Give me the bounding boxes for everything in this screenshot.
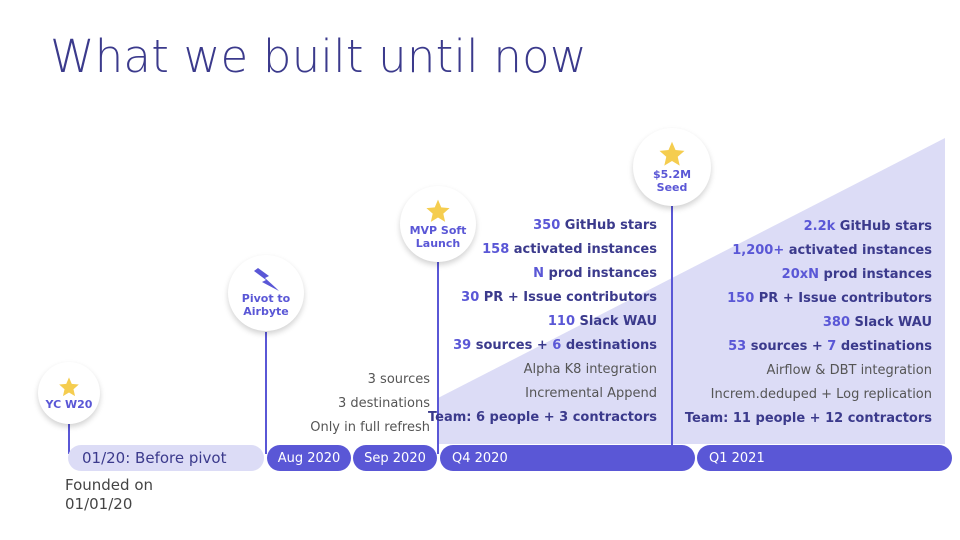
star-icon xyxy=(59,376,79,396)
star-icon xyxy=(426,199,450,222)
milestone-mvp-launch: MVP Soft Launch xyxy=(400,186,476,262)
milestone-label: MVP Soft Launch xyxy=(409,224,467,250)
milestone-label: Pivot to Airbyte xyxy=(241,292,291,318)
timeline-before-pivot: 01/20: Before pivot xyxy=(68,445,264,471)
q1-activated-instances: 1,200+ activated instances xyxy=(732,243,932,258)
q4-k8-integration: Alpha K8 integration xyxy=(523,362,657,377)
q1-connectors: 53 sources + 7 destinations xyxy=(728,339,932,354)
q4-incremental-append: Incremental Append xyxy=(525,386,657,401)
milestone-yc-w20: YC W20 xyxy=(38,362,100,424)
sep-notes: 3 sources 3 destinations Only in full re… xyxy=(310,368,430,440)
q1-team: Team: 11 people + 12 contractors xyxy=(684,411,932,426)
q1-airflow-dbt: Airflow & DBT integration xyxy=(766,363,932,378)
q1-dedup-log: Increm.deduped + Log replication xyxy=(710,387,932,402)
milestone-label: $5.2M Seed xyxy=(652,168,692,194)
q4-activated-instances: 158 activated instances xyxy=(482,242,657,257)
milestone-pivot: Pivot to Airbyte xyxy=(228,255,304,331)
sep-note: 3 destinations xyxy=(337,396,430,411)
milestone-seed: $5.2M Seed xyxy=(633,128,711,206)
timeline-q4-2020: Q4 2020 xyxy=(440,445,695,471)
q1-prod-instances: 20xN prod instances xyxy=(781,267,932,282)
milestone-line-pivot xyxy=(265,332,267,454)
sep-note: Only in full refresh xyxy=(310,420,430,435)
q4-github-stars: 350 GitHub stars xyxy=(533,218,657,233)
q1-contributors: 150 PR + Issue contributors xyxy=(727,291,932,306)
lightning-icon xyxy=(254,268,279,291)
q1-slack-wau: 380 Slack WAU xyxy=(822,315,932,330)
q4-team: Team: 6 people + 3 contractors xyxy=(427,410,657,425)
q4-prod-instances: N prod instances xyxy=(533,266,657,281)
q4-contributors: 30 PR + Issue contributors xyxy=(461,290,657,305)
q4-slack-wau: 110 Slack WAU xyxy=(547,314,657,329)
sep-note: 3 sources xyxy=(367,372,430,387)
timeline-aug-2020: Aug 2020 xyxy=(267,445,351,471)
milestone-line-mvp xyxy=(437,262,439,454)
q4-connectors: 39 sources + 6 destinations xyxy=(453,338,657,353)
milestone-line-seed xyxy=(671,206,673,454)
milestone-line-yc xyxy=(68,424,70,454)
founded-note: Founded on 01/01/20 xyxy=(65,476,154,513)
timeline-q1-2021: Q1 2021 xyxy=(697,445,952,471)
milestone-label: YC W20 xyxy=(45,397,93,411)
q1-github-stars: 2.2k GitHub stars xyxy=(803,219,932,234)
star-icon xyxy=(659,141,685,166)
page-title: What we built until now xyxy=(50,30,587,83)
q1-stats: 2.2k GitHub stars 1,200+ activated insta… xyxy=(685,215,932,431)
timeline-sep-2020: Sep 2020 xyxy=(353,445,437,471)
q4-stats: 350 GitHub stars 158 activated instances… xyxy=(428,214,657,430)
